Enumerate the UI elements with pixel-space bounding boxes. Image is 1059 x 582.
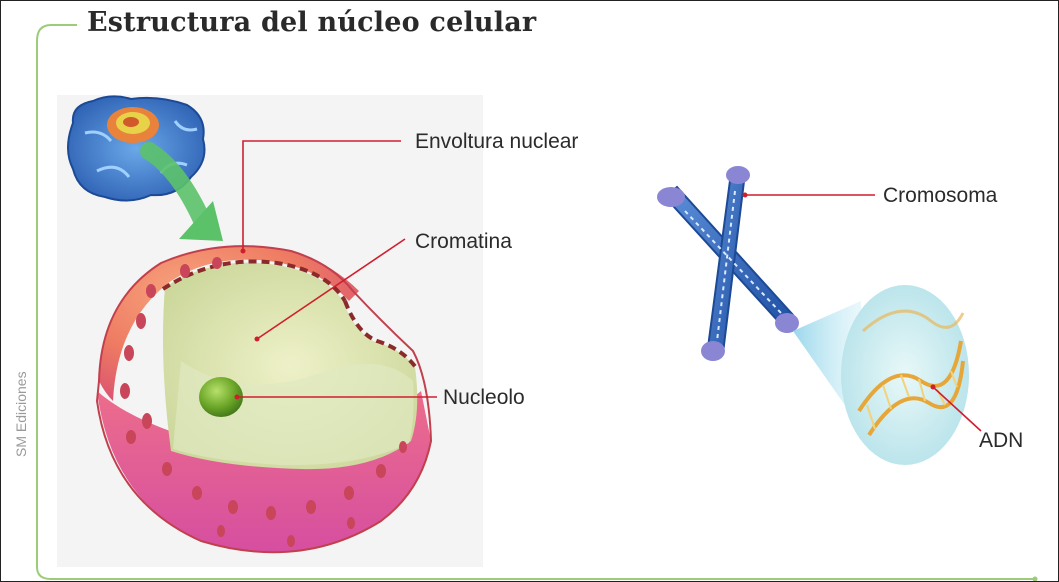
label-nucleolo: Nucleolo	[443, 386, 525, 409]
adn-leader-line	[932, 386, 982, 432]
label-cromosoma: Cromosoma	[883, 184, 998, 207]
chromosome-illustration	[657, 166, 799, 361]
label-adn: ADN	[979, 429, 1024, 452]
leader-lines	[237, 140, 982, 432]
diagram-title: Estructura del núcleo celular	[87, 7, 537, 38]
leader-dots	[234, 192, 936, 400]
label-cromatina: Cromatina	[415, 230, 512, 253]
frame-end-dot	[1032, 576, 1038, 581]
green-arrow-icon	[140, 142, 223, 241]
frame-bracket-line	[36, 24, 1035, 580]
label-envoltura-nuclear: Envoltura nuclear	[415, 130, 579, 153]
dna-illustration	[841, 285, 969, 465]
credit-text: SM Ediciones	[13, 371, 29, 457]
nucleus-illustration	[95, 245, 433, 554]
cromatina-leader-line	[256, 238, 406, 340]
envoltura-leader-line	[242, 140, 401, 251]
